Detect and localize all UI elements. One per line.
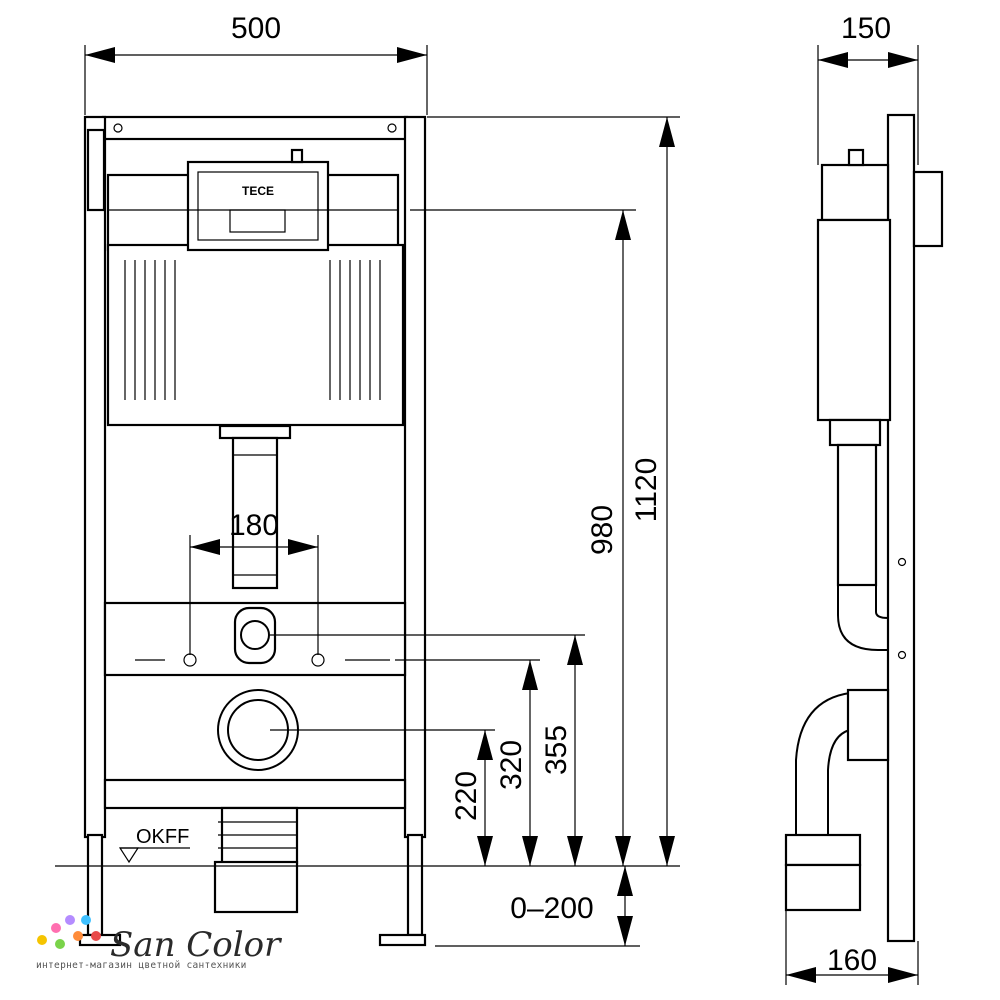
foot-right bbox=[406, 833, 424, 937]
height-flush-label: 980 bbox=[586, 505, 619, 555]
right-upright bbox=[403, 115, 427, 839]
plate-brand: TECE bbox=[242, 184, 274, 198]
bolt bbox=[387, 123, 397, 133]
watermark: San Color интернет-магазин цветной санте… bbox=[36, 915, 282, 971]
arrow-left bbox=[85, 47, 115, 63]
flush-plate-inner bbox=[197, 171, 319, 241]
height-355-label: 355 bbox=[540, 725, 573, 775]
logo-dot bbox=[91, 931, 101, 941]
cistern-ribs-left bbox=[124, 260, 176, 400]
top-rail bbox=[101, 115, 409, 141]
foot-plate-right bbox=[378, 933, 427, 947]
floor-mark-icon bbox=[118, 847, 140, 864]
pitch-label: 180 bbox=[229, 509, 279, 542]
logo-dot bbox=[65, 915, 75, 925]
leg-adjust-label: 0–200 bbox=[510, 892, 593, 925]
height-320-label: 320 bbox=[495, 740, 528, 790]
left-upright bbox=[83, 115, 107, 839]
front-view: 500 TECE bbox=[55, 12, 680, 947]
cistern-body bbox=[106, 243, 405, 427]
bolt bbox=[113, 123, 123, 133]
watermark-brand: San Color bbox=[110, 925, 282, 965]
side-drain-bend-outer bbox=[795, 692, 851, 835]
logo-dot bbox=[51, 923, 61, 933]
side-cistern-top bbox=[820, 163, 890, 222]
depth-top-label: 150 bbox=[841, 12, 891, 45]
left-clip bbox=[86, 128, 106, 212]
floor-mark-label: OKFF bbox=[136, 826, 189, 848]
side-drain-collar bbox=[846, 688, 890, 762]
drain-pipe bbox=[213, 860, 299, 914]
side-post bbox=[886, 113, 916, 943]
height-220-label: 220 bbox=[450, 771, 483, 821]
bottom-rail bbox=[103, 778, 407, 810]
side-bracket bbox=[912, 170, 944, 248]
side-view: 150 160 bbox=[784, 12, 944, 985]
logo-dot bbox=[73, 931, 83, 941]
side-outlet bbox=[828, 418, 882, 447]
cistern-ribs-right bbox=[329, 260, 381, 400]
flush-plate-frame bbox=[186, 160, 330, 252]
side-cistern-body bbox=[816, 218, 892, 422]
side-drain-ring bbox=[784, 833, 862, 867]
flush-outlet bbox=[240, 620, 270, 650]
watermark-tagline: интернет-магазин цветной сантехники bbox=[36, 960, 247, 971]
height-total-label: 1120 bbox=[630, 458, 663, 523]
width-label: 500 bbox=[231, 12, 281, 45]
logo-dot bbox=[55, 939, 65, 949]
side-flush-pipe bbox=[836, 443, 878, 587]
logo-dot bbox=[81, 915, 91, 925]
side-valve bbox=[847, 148, 865, 167]
flush-pipe bbox=[231, 436, 279, 590]
arrow-right bbox=[397, 47, 427, 63]
side-drain-bend-inner bbox=[827, 729, 851, 835]
flush-pipe-collar bbox=[218, 424, 292, 440]
side-flush-bend bbox=[837, 585, 888, 651]
height-dimensions: 1120 980 355 320 220 0–200 bbox=[270, 116, 680, 947]
logo-dot bbox=[37, 935, 47, 945]
side-drain-pipe bbox=[784, 863, 862, 912]
depth-bottom-label: 160 bbox=[827, 944, 877, 977]
valve bbox=[290, 148, 304, 164]
